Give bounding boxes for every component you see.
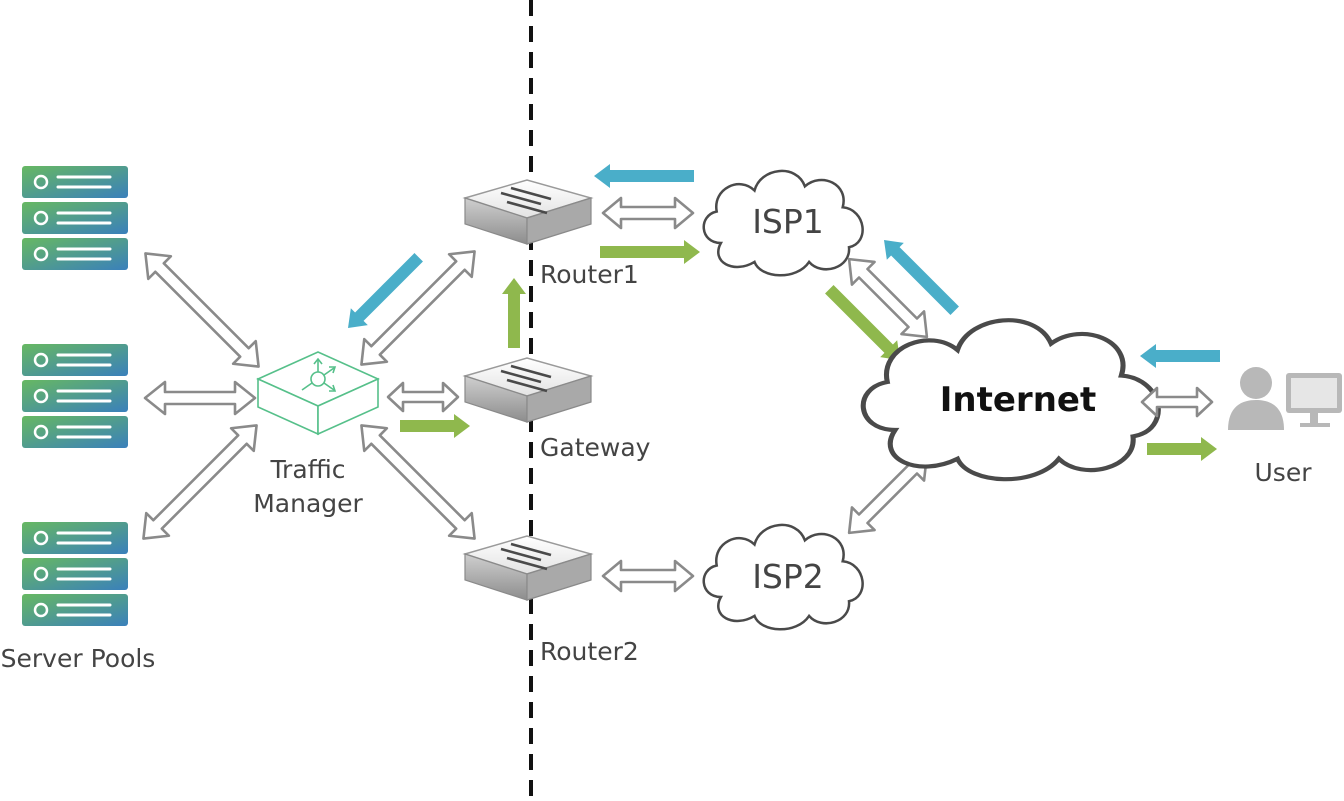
link-arrow	[1140, 386, 1214, 418]
flow-arrow-inbound	[502, 278, 526, 348]
link-arrow	[130, 412, 270, 552]
isp2-label: ISP2	[752, 557, 824, 596]
internet-label: Internet	[940, 380, 1096, 420]
link-arrow	[836, 246, 940, 350]
flow-arrow-outbound	[594, 164, 694, 188]
user-desktop-icon	[1228, 367, 1342, 430]
server-rack-icon	[20, 342, 130, 450]
server-rack-icon	[20, 520, 130, 628]
flow-arrow-inbound	[1147, 437, 1217, 461]
link-arrow	[348, 412, 488, 552]
router1-label: Router1	[540, 260, 639, 289]
flow-arrow-inbound	[400, 414, 470, 438]
user-label: User	[1255, 458, 1313, 487]
link-arrow	[601, 559, 695, 593]
router-switch-icon	[463, 356, 593, 424]
router2-label: Router2	[540, 637, 639, 666]
traffic-manager-label-line2: Manager	[253, 489, 363, 518]
link-arrow	[601, 196, 695, 230]
load-balancer-icon	[257, 351, 379, 435]
traffic-manager-label-line1: Traffic	[269, 455, 345, 484]
link-arrow	[143, 380, 257, 416]
isp1-label: ISP1	[752, 202, 824, 241]
link-arrow	[132, 240, 272, 380]
gateway-label: Gateway	[540, 433, 651, 462]
server-rack-icon	[20, 164, 130, 272]
link-arrow	[386, 381, 460, 413]
server-pools-label: Server Pools	[1, 644, 156, 673]
flow-arrow-outbound	[1140, 344, 1220, 368]
flow-arrow-outbound	[339, 248, 428, 337]
router-switch-icon	[463, 534, 593, 602]
router-switch-icon	[463, 178, 593, 246]
